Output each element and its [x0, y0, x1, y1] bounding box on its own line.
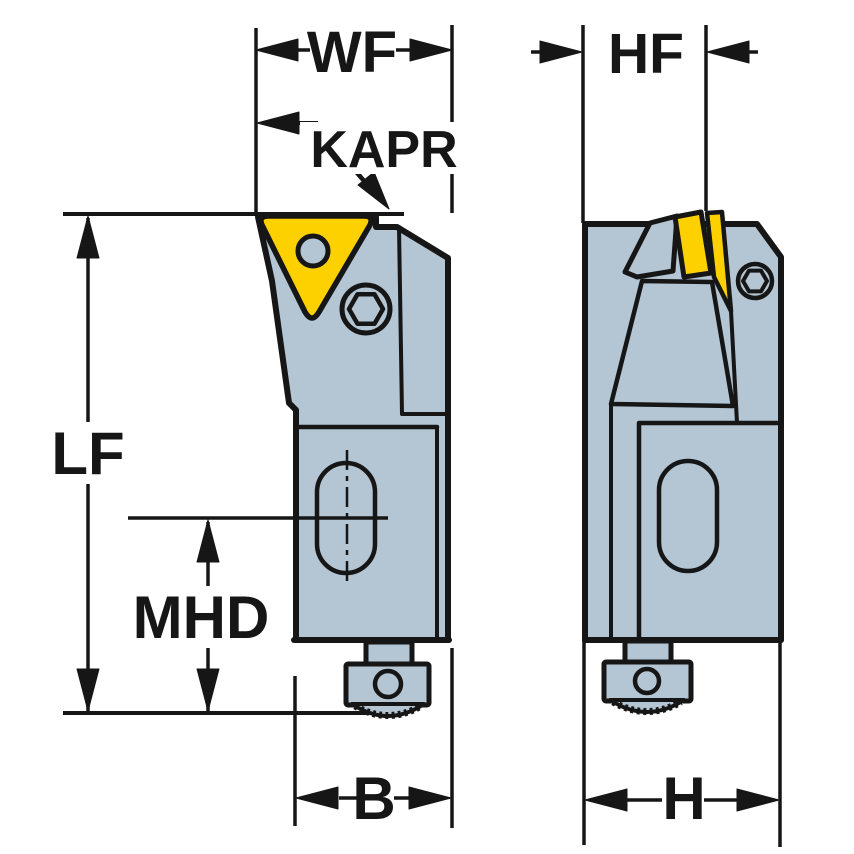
wf-left-arrow-icon — [255, 38, 299, 62]
kapr-label: KAPR — [310, 121, 457, 179]
h-label: H — [662, 765, 705, 832]
lf-top-arrow-icon — [76, 215, 100, 259]
kapr-left-arrow-icon — [256, 111, 300, 135]
side-view-head-face — [608, 278, 736, 409]
b-right-arrow-icon — [408, 786, 452, 810]
kapr-diagonal-arrow-icon — [357, 171, 390, 210]
knob-hole-side — [632, 666, 662, 696]
dimension-labels: WF HF KAPR LF MHD B H — [51, 20, 705, 832]
wf-label: WF — [307, 20, 397, 85]
knob-hole-front — [372, 668, 404, 700]
lf-label-mask — [52, 422, 124, 484]
h-right-arrow-icon — [736, 788, 780, 812]
front-view-head-edge — [397, 225, 450, 416]
front-view — [128, 213, 452, 719]
insert-tip-edge-line — [729, 309, 739, 425]
knob-serration-front — [353, 702, 423, 719]
insert-side-face — [672, 209, 714, 280]
h-left-arrow-icon — [584, 788, 628, 812]
insert-seat-side — [622, 213, 680, 280]
hf-label: HF — [608, 22, 684, 86]
arrowheads — [76, 38, 780, 812]
mhd-label-mask — [131, 588, 273, 644]
kapr-label-mask — [300, 122, 470, 174]
mhd-bottom-arrow-icon — [196, 668, 220, 712]
insert-cutting-edge-sliver — [704, 209, 734, 314]
clamp-screw-hex-socket-front — [346, 292, 386, 326]
lf-bottom-arrow-icon — [76, 668, 100, 712]
clamp-screw-hex-socket-side — [741, 268, 769, 294]
b-label: B — [352, 765, 395, 832]
side-view-shank-face — [636, 420, 780, 641]
hf-right-arrow-icon — [706, 40, 750, 64]
mhd-label: MHD — [133, 584, 270, 651]
mhd-top-arrow-icon — [196, 519, 220, 563]
side-view-slot — [656, 458, 720, 574]
wf-right-arrow-icon — [409, 38, 453, 62]
side-view — [582, 209, 784, 715]
insert-hole — [295, 233, 331, 269]
hf-left-arrow-icon — [539, 40, 583, 64]
lf-label: LF — [51, 420, 124, 487]
b-left-arrow-icon — [295, 786, 339, 810]
knob-serration-side — [611, 698, 683, 715]
